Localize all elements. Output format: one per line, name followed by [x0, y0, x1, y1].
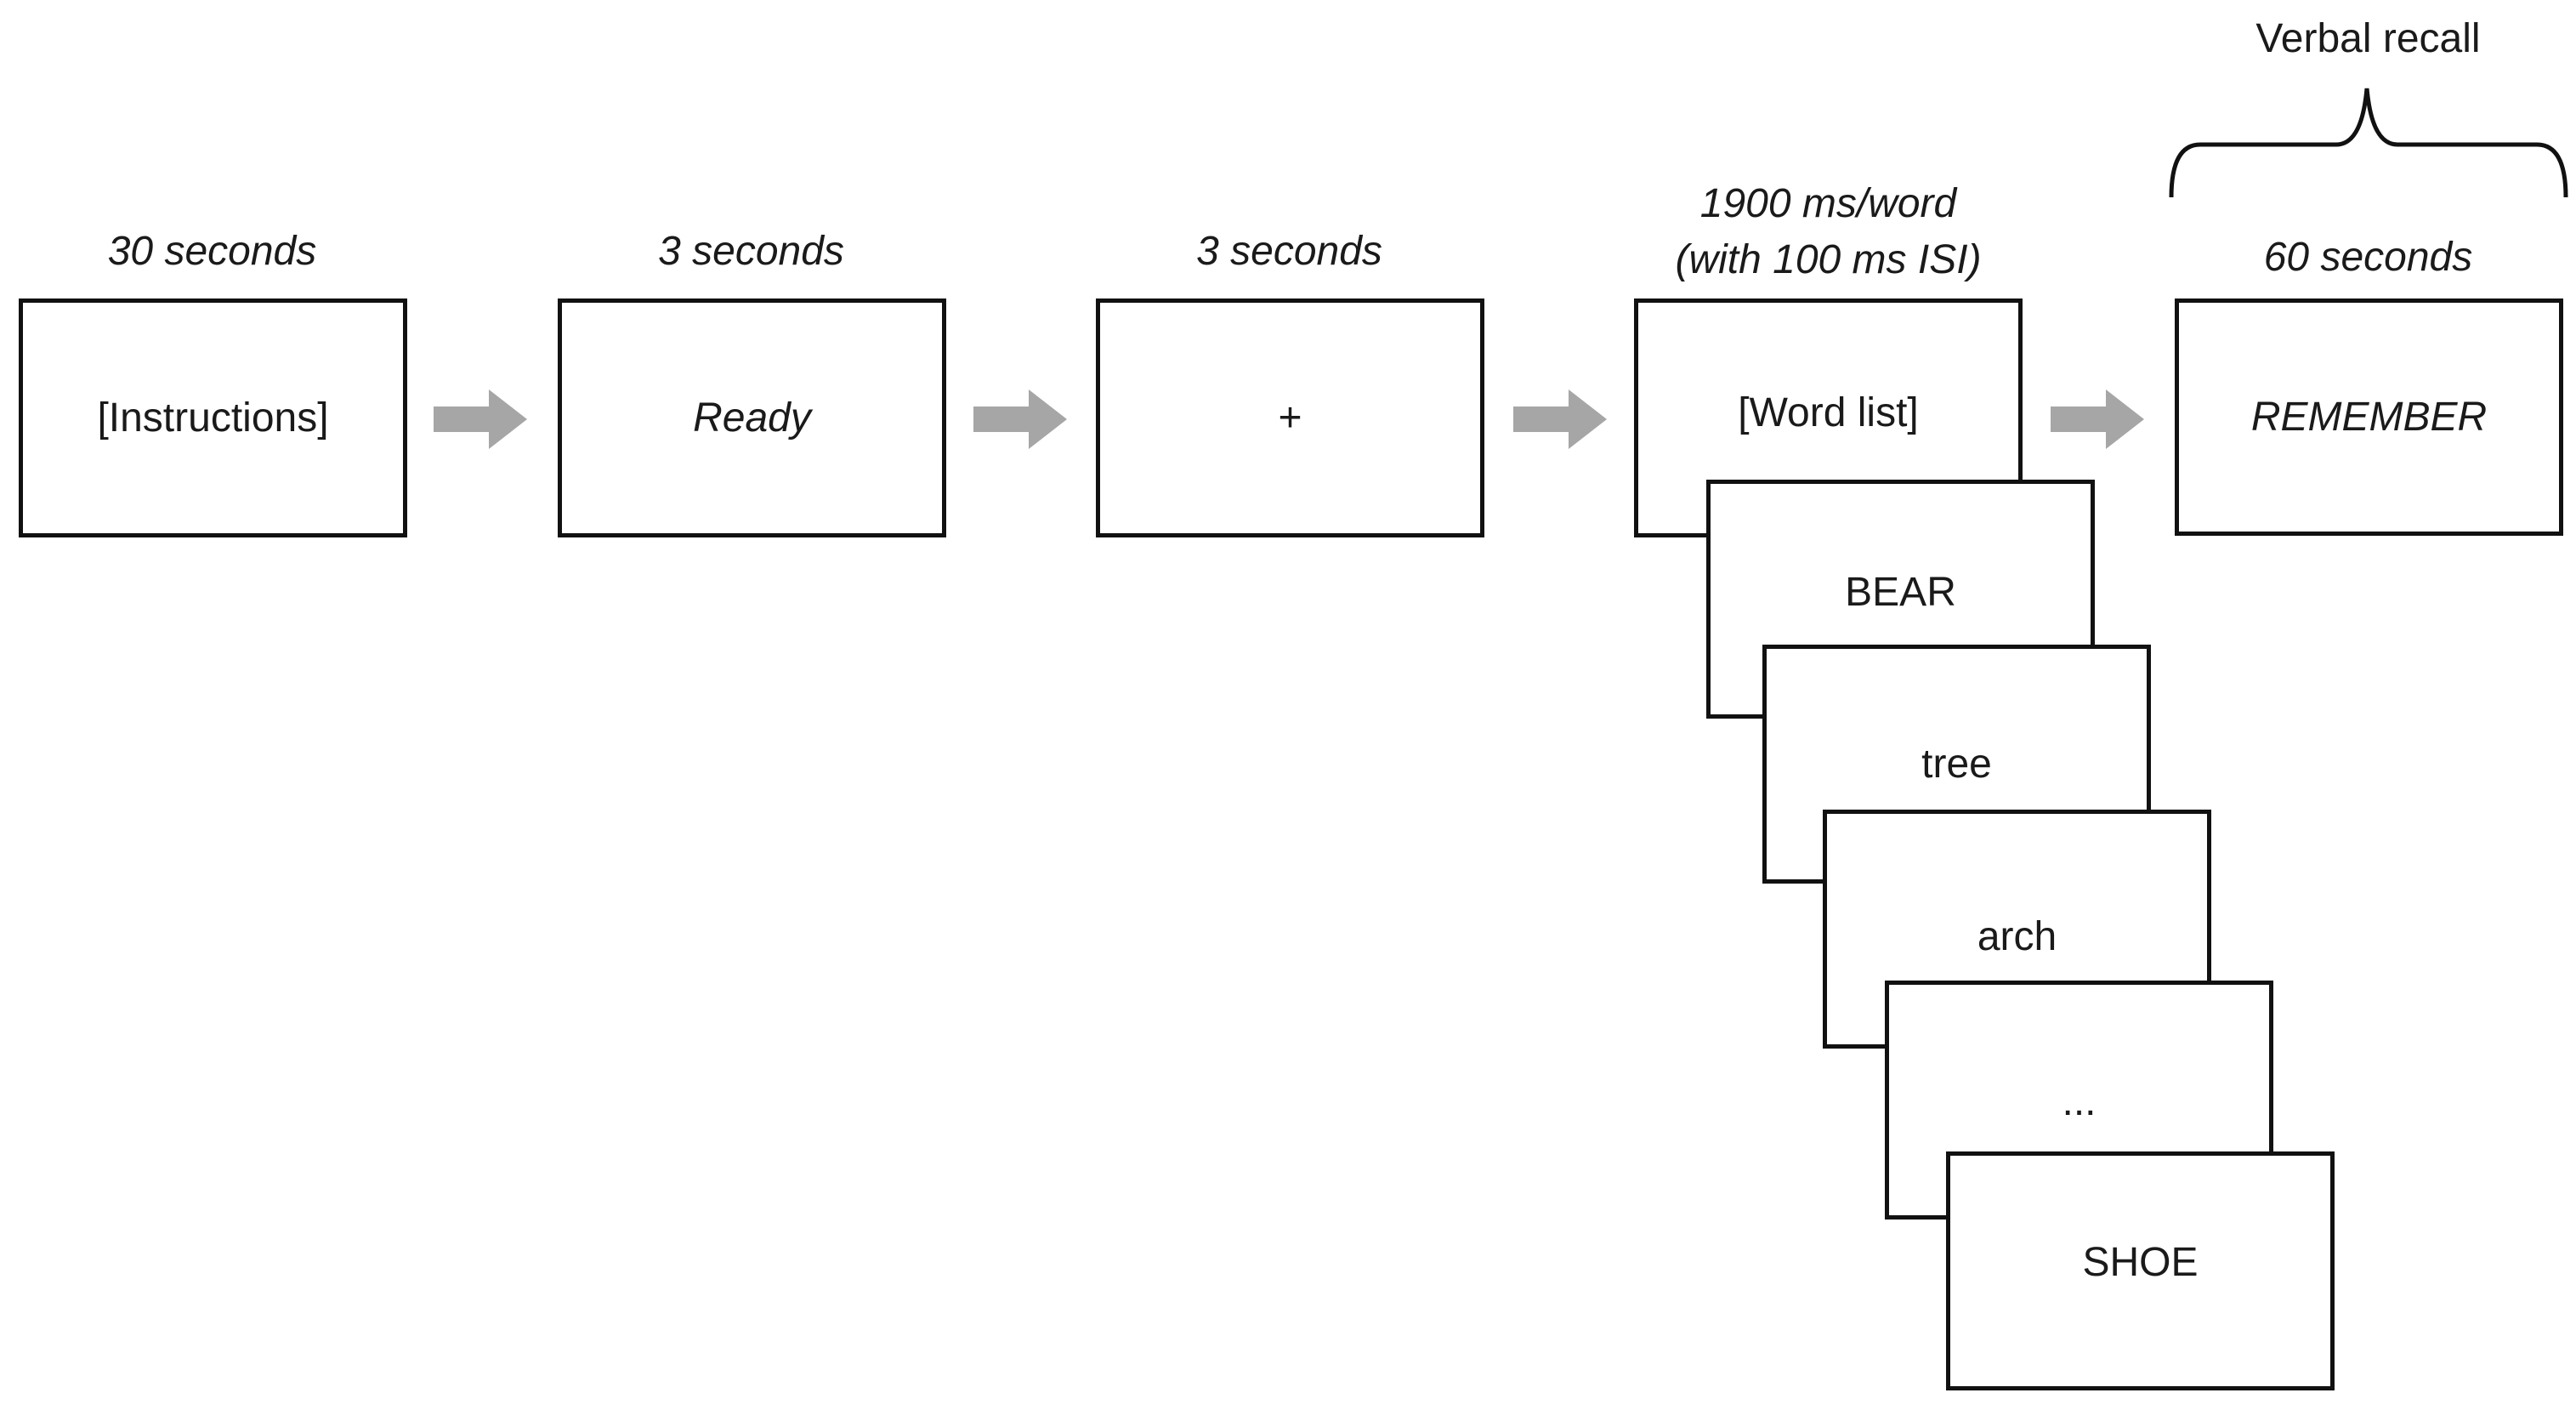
word-list-text: [Word list] [1738, 390, 1919, 435]
word-card-text: arch [1977, 914, 2057, 959]
fixation-cross: + [1278, 395, 1302, 441]
instructions-screen: [Instructions] [19, 298, 407, 537]
fixation-screen: + [1096, 298, 1484, 537]
instructions-text: [Instructions] [97, 395, 329, 441]
right-arrow-icon [2051, 389, 2144, 449]
timing-fixation: 3 seconds [1196, 229, 1382, 274]
timing-recall: 60 seconds [2263, 235, 2473, 280]
word-card-text: ... [2062, 1079, 2097, 1124]
right-arrow-icon [1513, 389, 1607, 449]
word-card-text: SHOE [2082, 1240, 2199, 1285]
ready-screen: Ready [558, 298, 946, 537]
timing-word-list-line2: (with 100 ms ISI) [1675, 237, 1982, 282]
right-arrow-icon [973, 389, 1067, 449]
remember-text: REMEMBER [2250, 395, 2488, 440]
ready-text: Ready [693, 395, 811, 441]
word-card-text: tree [1921, 742, 1992, 787]
curly-brace-icon [2169, 88, 2568, 198]
right-arrow-icon [434, 389, 527, 449]
timing-ready: 3 seconds [658, 229, 844, 274]
word-card: SHOE [1946, 1151, 2335, 1390]
word-card-text: BEAR [1845, 570, 1956, 615]
recall-screen: REMEMBER [2175, 298, 2563, 536]
timing-word-list-line1: 1900 ms/word [1699, 181, 1957, 226]
verbal-recall-label: Verbal recall [2255, 16, 2481, 61]
timing-instructions: 30 seconds [107, 229, 317, 274]
